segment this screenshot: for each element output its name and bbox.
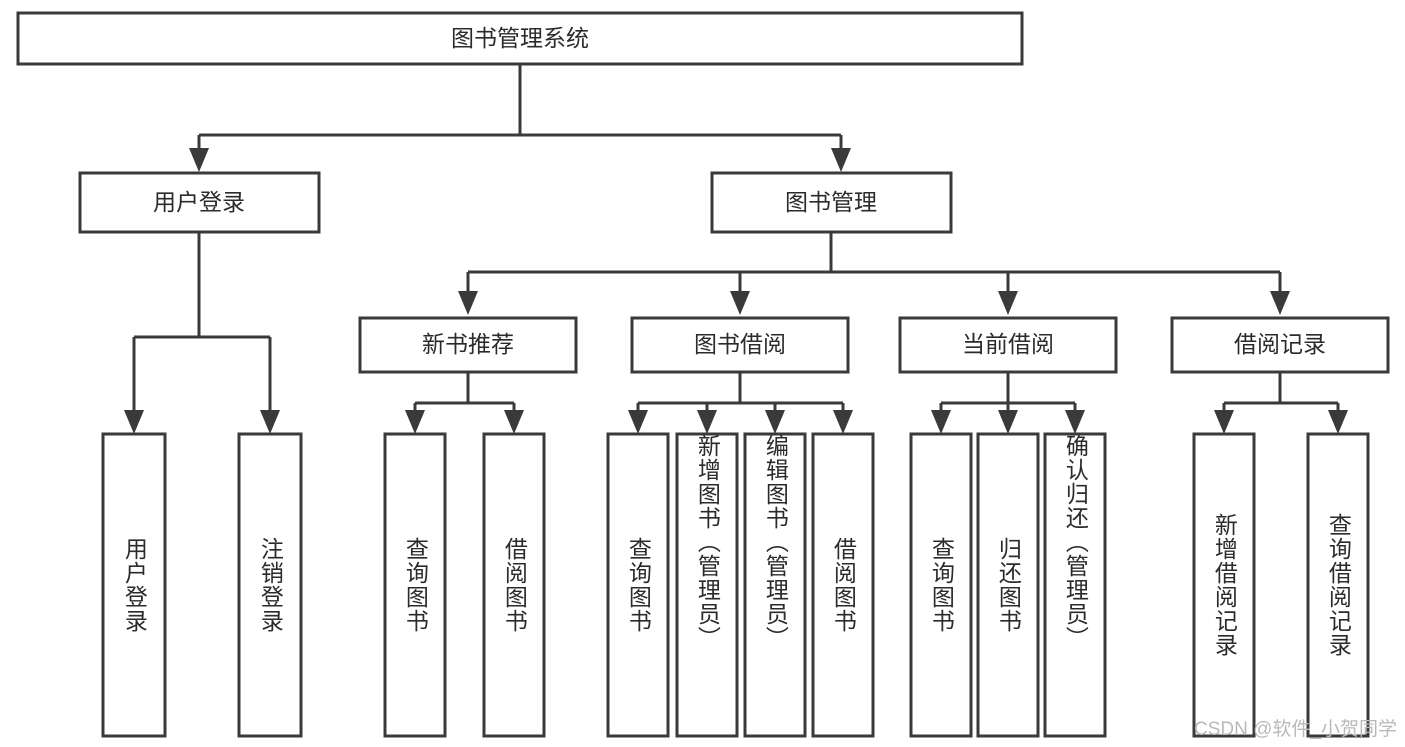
node-root-box[interactable] [16,11,1024,66]
leaf-box-recommend-query-book[interactable] [383,432,447,738]
leaf-box-borrow-query-book[interactable] [606,432,670,738]
arrow-head-icon [998,410,1018,434]
leaf-box-current-query-book[interactable] [909,432,973,738]
connector-current-borrow-to-leaves [931,372,1085,434]
node-book-management[interactable]: 图书管理 [710,171,953,234]
connector-root-to-level1 [189,64,851,172]
node-current-borrow[interactable]: 当前借阅 [898,316,1118,374]
node-user-login-label: 用户登录 [153,189,245,215]
leaf-box-user-logout[interactable] [237,432,303,738]
node-new-book-recommend-box[interactable] [358,316,578,374]
node-new-book-recommend[interactable]: 新书推荐 [358,316,578,374]
node-borrow-record[interactable]: 借阅记录 [1170,316,1390,374]
arrow-head-icon [931,410,951,434]
connector-borrow-record-to-leaves [1214,372,1348,434]
connector-new-book-recommend-to-leaves [405,372,524,434]
arrow-head-icon [831,148,851,172]
node-user-login-box[interactable] [78,171,321,234]
node-root[interactable]: 图书管理系统 [16,11,1024,66]
arrow-head-icon [1328,410,1348,434]
arrow-head-icon [124,410,144,434]
connector-book-borrow-to-leaves [628,372,853,434]
connector-user-login-to-leaves [124,232,280,434]
arrow-head-icon [765,410,785,434]
arrow-head-icon [833,410,853,434]
arrow-head-icon [998,291,1018,315]
arrow-head-icon [260,410,280,434]
arrow-head-icon [730,291,750,315]
arrow-head-icon [405,410,425,434]
arrow-head-icon [1270,291,1290,315]
arrow-head-icon [697,410,717,434]
leaf-box-user-login[interactable] [101,432,167,738]
arrow-head-icon [504,410,524,434]
arrow-head-icon [1065,410,1085,434]
leaf-box-record-query[interactable] [1306,432,1370,738]
leaf-box-record-add[interactable] [1192,432,1256,738]
arrow-head-icon [189,148,209,172]
connector-book-management-to-level2 [458,232,1290,315]
leaf-box-borrow-borrow-book[interactable] [811,432,875,738]
leaf-box-current-return-book[interactable] [976,432,1040,738]
node-book-borrow-label: 图书借阅 [694,331,786,357]
node-current-borrow-label: 当前借阅 [962,331,1054,357]
leaf-box-current-confirm-return[interactable] [1043,432,1107,738]
node-new-book-recommend-label: 新书推荐 [422,331,514,357]
arrow-head-icon [1214,410,1234,434]
watermark-text: CSDN @软件_小贺同学 [1194,719,1397,740]
node-current-borrow-box[interactable] [898,316,1118,374]
arrow-head-icon [628,410,648,434]
node-book-management-label: 图书管理 [785,189,877,215]
node-book-borrow[interactable]: 图书借阅 [630,316,850,374]
leaf-box-recommend-borrow-book[interactable] [482,432,546,738]
leaf-box-borrow-edit-book[interactable] [743,432,807,738]
node-user-login[interactable]: 用户登录 [78,171,321,234]
leaf-box-borrow-add-book[interactable] [675,432,739,738]
node-borrow-record-label: 借阅记录 [1234,331,1326,357]
node-root-label: 图书管理系统 [451,25,589,51]
arrow-head-icon [458,291,478,315]
